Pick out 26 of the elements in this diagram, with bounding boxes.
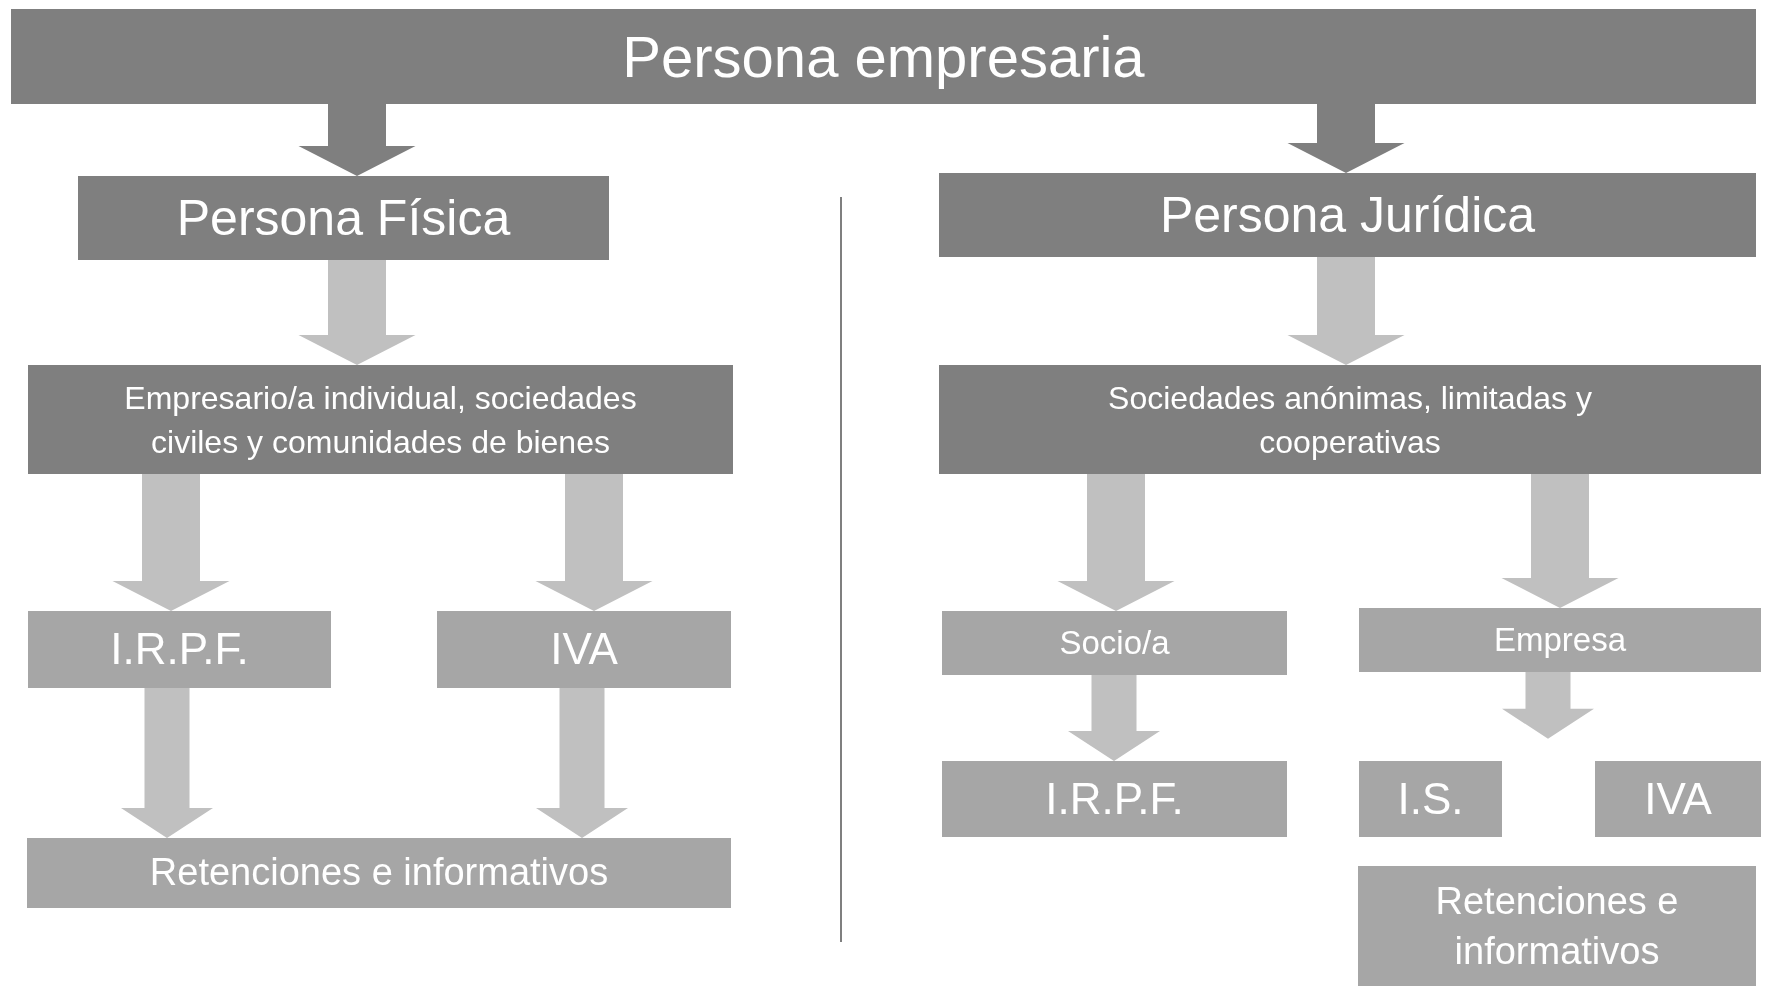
category-box: Retenciones e informativos <box>27 838 731 908</box>
category-box: Retenciones e informativos <box>1358 866 1756 986</box>
block-arrow <box>536 688 628 838</box>
block-arrow <box>1068 675 1160 761</box>
category-box: I.R.P.F. <box>942 761 1287 837</box>
category-box: Empresa <box>1359 608 1761 672</box>
category-box: Sociedades anónimas, limitadas y cooperativas <box>939 365 1761 474</box>
block-arrow <box>535 474 653 611</box>
category-box: IVA <box>1595 761 1761 837</box>
block-arrow <box>1501 474 1619 608</box>
header-bar: Persona empresaria <box>11 9 1756 104</box>
block-arrow <box>1287 104 1405 173</box>
category-box: Persona Jurídica <box>939 173 1756 257</box>
block-arrow <box>1057 474 1175 611</box>
block-arrow <box>121 688 213 838</box>
block-arrow <box>298 260 416 365</box>
block-arrow <box>112 474 230 611</box>
category-box: I.R.P.F. <box>28 611 331 688</box>
block-arrow <box>1502 672 1594 739</box>
category-box: Socio/a <box>942 611 1287 675</box>
category-box: Empresario/a individual, sociedades civiles y comunidades de bienes <box>28 365 733 474</box>
category-box: IVA <box>437 611 731 688</box>
block-arrow <box>298 104 416 176</box>
category-box: I.S. <box>1359 761 1502 837</box>
block-arrow <box>1287 257 1405 365</box>
category-box: Persona Física <box>78 176 609 260</box>
